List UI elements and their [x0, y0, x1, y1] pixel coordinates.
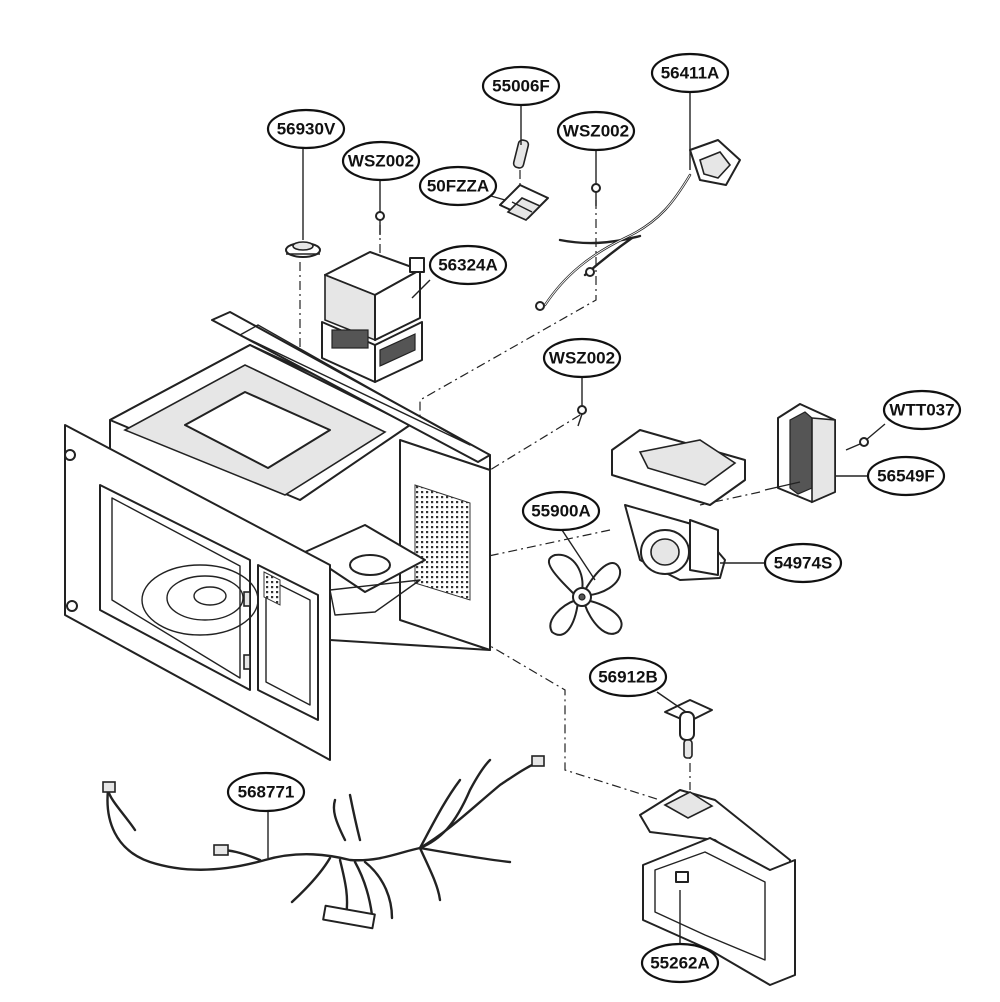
- callout-56324A: 56324A: [428, 244, 508, 286]
- callout-568771: 568771: [226, 771, 306, 813]
- svg-text:50FZZA: 50FZZA: [427, 177, 489, 196]
- callout-55006F: 55006F: [481, 65, 561, 107]
- screw-icon: [845, 437, 869, 451]
- callout-50FZZA: 50FZZA: [418, 165, 498, 207]
- callout-54974S: 54974S: [763, 542, 843, 584]
- screw-icon: [591, 183, 601, 206]
- callout-WSZ002: WSZ002: [542, 337, 622, 379]
- power-cord: [535, 139, 741, 311]
- callout-WSZ002: WSZ002: [556, 110, 636, 152]
- microwave-cavity-frame: [64, 311, 491, 761]
- callout-56930V: 56930V: [266, 108, 346, 150]
- svg-text:56930V: 56930V: [277, 120, 336, 139]
- svg-text:55262A: 55262A: [650, 954, 710, 973]
- thermostat: [285, 241, 321, 258]
- svg-text:WSZ002: WSZ002: [549, 349, 615, 368]
- callout-55900A: 55900A: [521, 490, 601, 532]
- svg-text:56912B: 56912B: [598, 668, 658, 687]
- screws: [375, 183, 869, 451]
- svg-text:55006F: 55006F: [492, 77, 550, 96]
- svg-text:55900A: 55900A: [531, 502, 591, 521]
- air-guide-plate: [639, 789, 796, 986]
- svg-text:56411A: 56411A: [661, 64, 720, 83]
- svg-text:56549F: 56549F: [877, 467, 935, 486]
- lamp-socket: [664, 699, 713, 759]
- leader-lines: [267, 92, 886, 945]
- callout-WSZ002: WSZ002: [341, 140, 421, 182]
- callout-56912B: 56912B: [588, 656, 668, 698]
- fan-motor: [764, 403, 836, 504]
- callout-56411A: 56411A: [650, 52, 730, 94]
- svg-text:54974S: 54974S: [774, 554, 833, 573]
- svg-text:WSZ002: WSZ002: [348, 152, 414, 171]
- screw-icon: [375, 211, 385, 235]
- fan-motor-bracket: [611, 429, 746, 581]
- svg-text:WSZ002: WSZ002: [563, 122, 629, 141]
- svg-text:56324A: 56324A: [438, 256, 498, 275]
- callout-55262A: 55262A: [640, 942, 720, 984]
- svg-text:568771: 568771: [238, 783, 295, 802]
- fuse-and-holder: [499, 139, 549, 221]
- wire-harness: [102, 755, 545, 930]
- callout-WTT037: WTT037: [882, 389, 962, 431]
- high-voltage-transformer: [321, 251, 425, 383]
- fan-blade: [548, 553, 623, 636]
- callout-56549F: 56549F: [866, 455, 946, 497]
- svg-text:WTT037: WTT037: [889, 401, 954, 420]
